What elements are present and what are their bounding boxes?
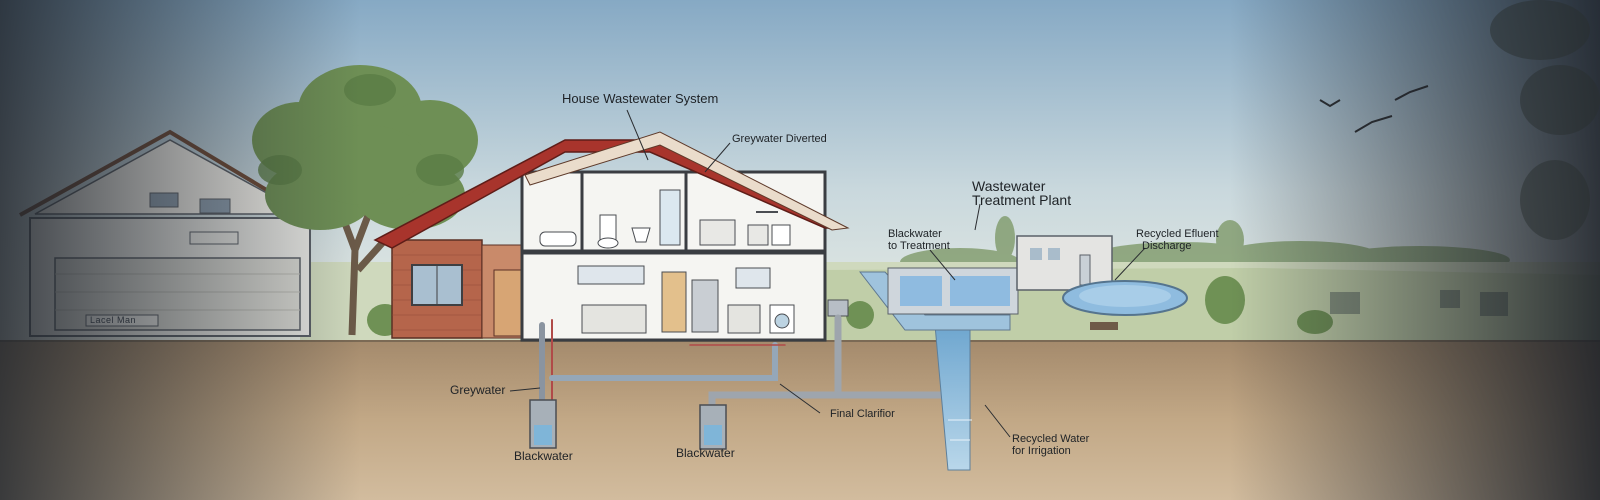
label-house-wastewater-system: House Wastewater System — [562, 91, 719, 106]
left-vignette — [0, 0, 360, 500]
house — [373, 131, 850, 342]
label-blackwater-to-treatment-line1: Blackwater — [888, 228, 942, 240]
label-blackwater-to-treatment-line2: to Treatment — [888, 240, 950, 252]
label-wastewater-plant-line1: Wastewater — [972, 178, 1046, 194]
label-recycled-effluent-line1: Recycled Efluent — [1136, 228, 1219, 240]
label-recycled-effluent-line2: Discharge — [1142, 240, 1192, 252]
label-recycled-water-line2: for Irrigation — [1012, 445, 1071, 457]
treatment-plant — [858, 235, 1188, 331]
label-greywater-diverted: Greywater Diverted — [732, 133, 827, 145]
label-blackwater-left: Blackwater — [514, 449, 573, 463]
label-blackwater-right: Blackwater — [676, 446, 735, 460]
blackwater-tank-left — [529, 399, 557, 449]
label-wastewater-plant-line2: Treatment Plant — [972, 192, 1072, 208]
garage-sign-text: Lacel Man — [90, 315, 137, 325]
label-final-clarifior: Final Clarifior — [830, 408, 895, 420]
blackwater-tank-right — [699, 404, 727, 450]
label-greywater: Greywater — [450, 383, 506, 397]
leader-lines — [509, 109, 1146, 438]
label-recycled-water-line1: Recycled Water — [1012, 433, 1090, 445]
right-silhouette-foliage — [1490, 0, 1600, 240]
